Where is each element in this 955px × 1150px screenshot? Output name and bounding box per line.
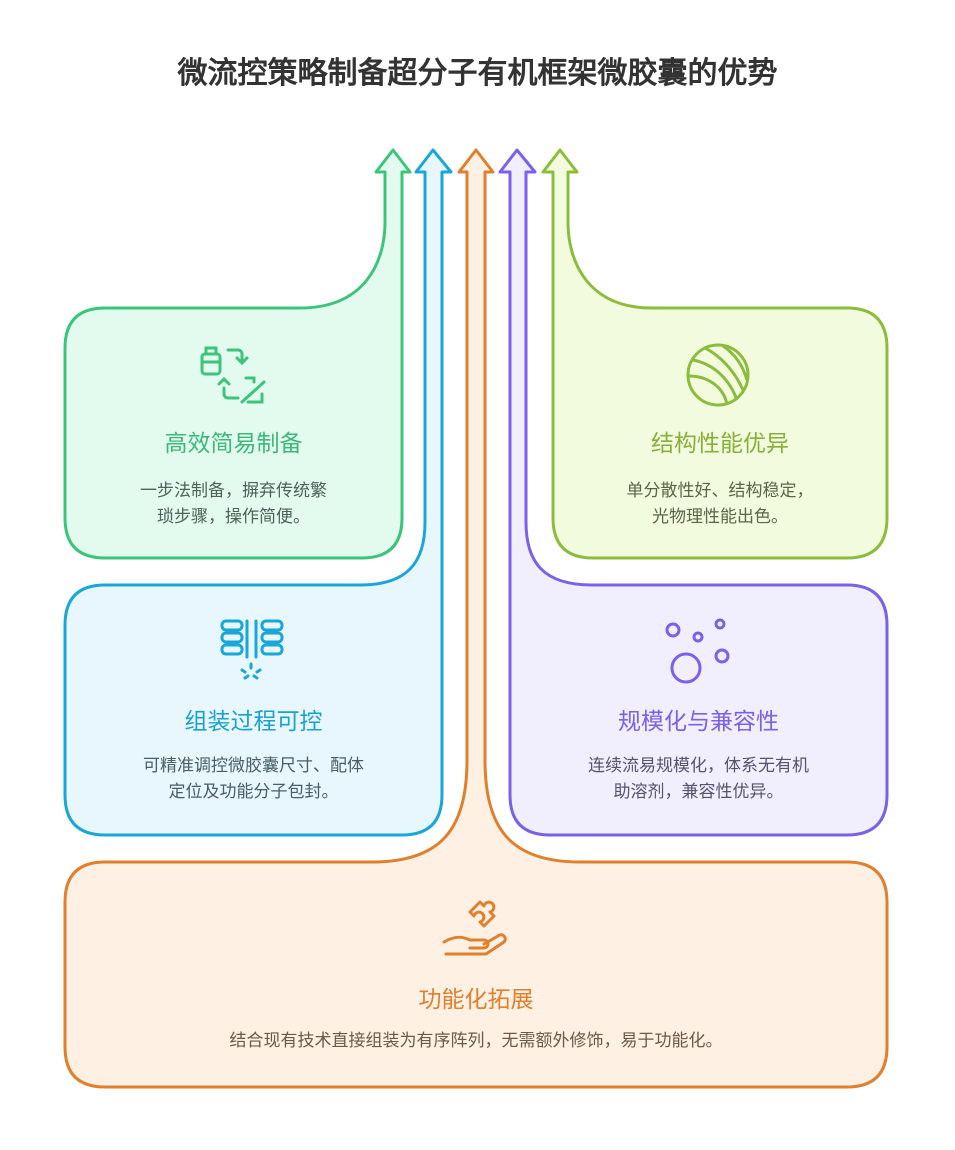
card-title-structure-performance: 结构性能优异 bbox=[651, 431, 789, 457]
arrow-card-purple bbox=[498, 148, 889, 837]
desc-line: 琐步骤，操作简便。 bbox=[157, 507, 310, 527]
puzzle-hand-icon bbox=[442, 900, 507, 956]
desc-line: 结合现有技术直接组装为有序阵列，无需额外修饰，易于功能化。 bbox=[229, 1031, 723, 1051]
arrow-card-blue bbox=[63, 148, 453, 837]
desc-line: 可精准调控微胶囊尺寸、配体 bbox=[143, 756, 364, 776]
desc-line: 一步法制备，摒弃传统繁 bbox=[140, 481, 327, 501]
desc-line: 定位及功能分子包封。 bbox=[168, 782, 339, 802]
sphere-ball-icon bbox=[686, 343, 750, 407]
card-desc-functional-extension: 结合现有技术直接组装为有序阵列，无需额外修饰，易于功能化。 bbox=[65, 1028, 887, 1054]
card-title-functional-extension: 功能化拓展 bbox=[418, 987, 534, 1013]
card-title-scalability: 规模化与兼容性 bbox=[618, 709, 779, 735]
card-title-efficient-preparation: 高效简易制备 bbox=[164, 431, 303, 457]
card-desc-structure-performance: 单分散性好、结构稳定， 光物理性能出色。 bbox=[553, 478, 887, 530]
page-title: 微流控策略制备超分子有机框架微胶囊的优势 bbox=[177, 56, 778, 91]
desc-line: 单分散性好、结构稳定， bbox=[626, 481, 814, 501]
arrow-card-green bbox=[63, 148, 412, 560]
card-title-controllable-assembly: 组装过程可控 bbox=[184, 709, 323, 735]
desc-line: 光物理性能出色。 bbox=[652, 507, 788, 527]
desc-line: 连续流易规模化，体系无有机 bbox=[588, 756, 809, 776]
desc-line: 助溶剂，兼容性优异。 bbox=[613, 782, 784, 802]
bubbles-icon bbox=[665, 618, 730, 684]
card-desc-controllable-assembly: 可精准调控微胶囊尺寸、配体定位及功能分子包封。 bbox=[65, 753, 442, 805]
card-desc-efficient-preparation: 一步法制备，摒弃传统繁琐步骤，操作简便。 bbox=[65, 478, 402, 530]
stacked-layers-icon bbox=[220, 619, 284, 680]
card-desc-scalability: 连续流易规模化，体系无有机助溶剂，兼容性优异。 bbox=[510, 753, 887, 805]
arrow-card-orange bbox=[63, 148, 889, 1089]
recycle-bottle-icon bbox=[200, 346, 266, 404]
